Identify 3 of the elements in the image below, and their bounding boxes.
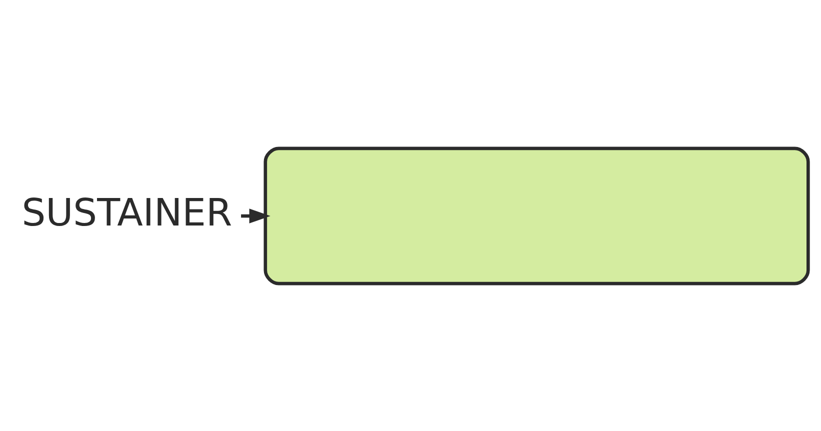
arrow [241,208,270,223]
node-box [264,146,810,285]
node-text: SUSTAINER [22,190,232,234]
